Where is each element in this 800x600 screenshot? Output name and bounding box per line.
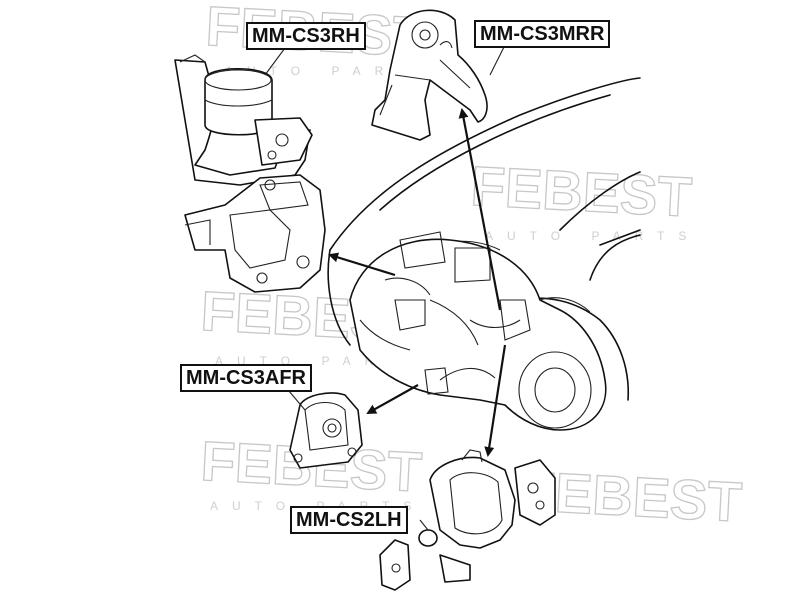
label-mm-cs2lh[interactable]: MM-CS2LH	[290, 506, 408, 534]
watermark-tagline-1: AUTO PARTS	[225, 64, 440, 78]
arrow-to-mm-cs3afr	[366, 384, 419, 414]
part-mm-cs2lh	[379, 449, 556, 591]
arrow-to-bracket	[328, 252, 396, 277]
pointer-arrows	[328, 108, 507, 457]
arrow-to-mm-cs2lh	[484, 344, 507, 457]
watermark-tagline-2: AUTO PARTS	[485, 229, 700, 243]
label-mm-cs3mrr[interactable]: MM-CS3MRR	[474, 20, 611, 48]
arrow-to-mm-cs3mrr	[458, 108, 502, 311]
engine-assembly	[349, 231, 607, 431]
watermark-brand-2: FEBEST	[469, 154, 693, 228]
watermark-brand-5: FEBEST	[519, 459, 743, 533]
label-mm-cs3rh[interactable]: MM-CS3RH	[246, 22, 366, 50]
label-mm-cs3afr[interactable]: MM-CS3AFR	[180, 364, 312, 392]
part-bracket-left	[184, 174, 326, 293]
part-mm-cs3mrr	[371, 9, 488, 141]
part-mm-cs3rh	[174, 54, 313, 186]
part-mm-cs3afr	[289, 392, 363, 469]
